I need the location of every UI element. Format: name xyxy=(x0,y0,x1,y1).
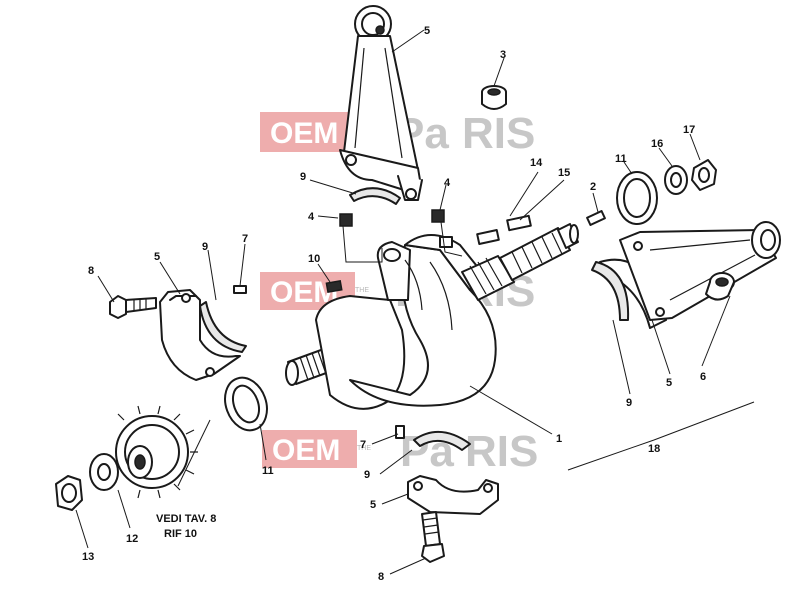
nut-17 xyxy=(691,159,717,191)
bolt-8-lower xyxy=(421,511,445,563)
label-7-lower: 7 xyxy=(360,439,366,451)
timing-gear xyxy=(115,405,198,499)
label-17: 17 xyxy=(683,124,695,136)
svg-text:OEM: OEM xyxy=(272,434,340,467)
nut-13 xyxy=(55,475,83,511)
part-labels: 5 3 9 4 4 14 15 2 11 16 17 10 7 9 5 8 9 … xyxy=(82,25,706,583)
watermark-bottom: OEM THE Pa RIS xyxy=(262,427,538,476)
svg-text:RIS: RIS xyxy=(462,109,535,158)
grub-screw-4b xyxy=(431,209,445,223)
label-15: 15 xyxy=(558,167,570,179)
dowel-7-lower xyxy=(395,425,405,439)
grub-screw-2 xyxy=(586,209,606,227)
lower-bearing-shell xyxy=(413,430,471,451)
right-bearing-shell xyxy=(591,261,630,321)
label-2: 2 xyxy=(590,181,596,193)
label-5-right: 5 xyxy=(666,377,672,389)
grub-screw-4a xyxy=(339,213,353,227)
crankshaft xyxy=(285,223,579,410)
label-8-left: 8 xyxy=(88,265,94,277)
label-1: 1 xyxy=(556,433,562,445)
label-5-left: 5 xyxy=(154,251,160,263)
upper-connecting-rod xyxy=(339,5,423,201)
bolt-8-left xyxy=(109,295,157,319)
label-8-lower: 8 xyxy=(378,571,384,583)
label-5-top: 5 xyxy=(424,25,430,37)
label-5-lower: 5 xyxy=(370,499,376,511)
label-9-left: 9 xyxy=(202,241,208,253)
leader-lines xyxy=(75,29,755,575)
label-11-left: 11 xyxy=(262,465,274,477)
label-7-left: 7 xyxy=(242,233,248,245)
label-11-right: 11 xyxy=(615,153,627,165)
plug-3 xyxy=(481,85,507,110)
label-3: 3 xyxy=(500,49,506,61)
left-bearing-cap xyxy=(159,289,241,381)
label-4-left: 4 xyxy=(308,211,315,223)
label-10: 10 xyxy=(308,253,320,265)
svg-text:RIS: RIS xyxy=(465,427,538,476)
svg-text:OEM: OEM xyxy=(270,117,338,150)
label-13: 13 xyxy=(82,551,94,563)
label-12: 12 xyxy=(126,533,138,545)
label-18: 18 xyxy=(648,443,660,455)
label-9-right: 9 xyxy=(626,397,632,409)
small-end-bush-6 xyxy=(705,272,735,301)
label-14: 14 xyxy=(530,157,543,169)
label-16: 16 xyxy=(651,138,663,150)
watermark-top: OEM THE Pa RIS xyxy=(260,109,535,158)
reference-note: VEDI TAV. 8 RIF 10 xyxy=(156,513,216,540)
label-9-lower: 9 xyxy=(364,469,370,481)
label-9-top: 9 xyxy=(300,171,306,183)
dowel-7-left xyxy=(233,285,247,294)
svg-text:THE: THE xyxy=(355,287,369,294)
key-14 xyxy=(476,229,500,245)
svg-text:THE: THE xyxy=(357,445,371,452)
upper-bearing-shell xyxy=(349,187,401,205)
reference-line-1: VEDI TAV. 8 xyxy=(156,513,216,525)
reference-line-2: RIF 10 xyxy=(164,528,197,540)
lower-bearing-cap xyxy=(407,475,499,515)
left-bearing-shell xyxy=(199,301,247,353)
label-6: 6 xyxy=(700,371,706,383)
key-15 xyxy=(506,214,532,232)
label-4-right: 4 xyxy=(444,177,451,189)
plug-10 xyxy=(325,279,343,294)
